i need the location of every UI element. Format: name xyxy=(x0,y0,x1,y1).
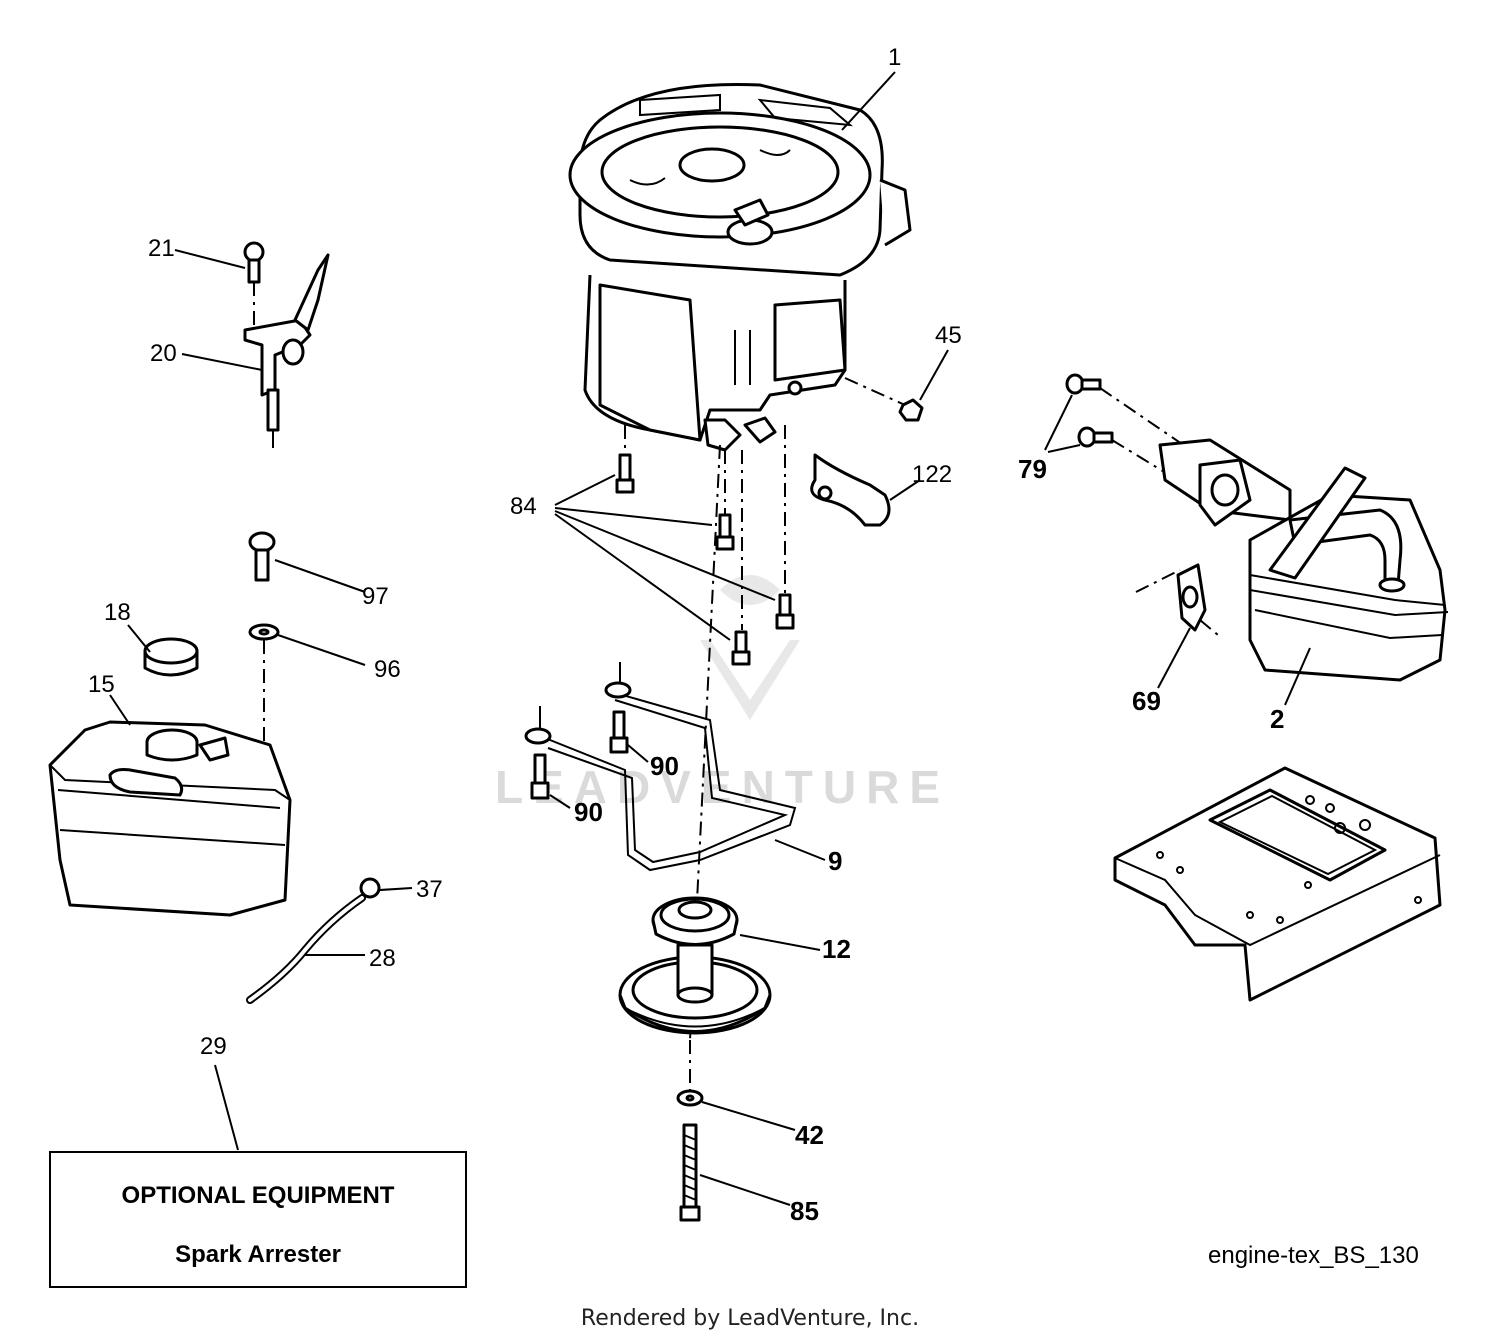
muffler-2[interactable] xyxy=(1158,438,1449,682)
callout-122: 122 xyxy=(912,461,952,488)
optional-equipment-box: OPTIONAL EQUIPMENT Spark Arrester xyxy=(49,1151,467,1288)
washer-42[interactable] xyxy=(676,1089,704,1107)
washer-96[interactable] xyxy=(248,623,280,641)
bolt-79-a[interactable] xyxy=(1065,373,1102,395)
bolt-84-d[interactable] xyxy=(731,630,751,666)
bolt-97[interactable] xyxy=(248,531,276,582)
bolt-21[interactable] xyxy=(243,241,265,284)
fuel-tank-15[interactable] xyxy=(48,720,292,917)
bolt-90-b[interactable] xyxy=(530,753,550,800)
callout-21: 21 xyxy=(148,235,175,262)
leadventure-watermark: LEADVENTURE xyxy=(495,575,950,813)
callout-69: 69 xyxy=(1132,686,1161,716)
nut-45[interactable] xyxy=(898,398,924,422)
callout-29: 29 xyxy=(200,1033,227,1060)
spark-arrester-label: Spark Arrester xyxy=(175,1241,341,1268)
callout-85: 85 xyxy=(790,1196,819,1226)
callout-84: 84 xyxy=(510,493,537,520)
callout-45: 45 xyxy=(935,322,962,349)
footer-credit: Rendered by LeadVenture, Inc. xyxy=(581,1306,919,1331)
callout-2: 2 xyxy=(1270,704,1284,734)
callout-90b: 90 xyxy=(574,797,603,827)
callout-15: 15 xyxy=(88,671,115,698)
callout-97: 97 xyxy=(362,583,389,610)
callout-79: 79 xyxy=(1018,454,1047,484)
fuel-cap-18[interactable] xyxy=(143,637,199,677)
fuel-hose-28[interactable] xyxy=(246,894,366,1004)
callout-96: 96 xyxy=(374,656,401,683)
leader-1 xyxy=(841,71,896,131)
bolt-84-a[interactable] xyxy=(615,453,635,494)
pulley-12[interactable] xyxy=(618,896,772,1035)
bolt-84-b[interactable] xyxy=(715,513,735,551)
callout-20: 20 xyxy=(150,340,177,367)
bolt-84-c[interactable] xyxy=(775,593,795,630)
heat-shield-9[interactable] xyxy=(524,681,797,872)
callout-1: 1 xyxy=(888,44,901,71)
diagram-reference: engine-tex_BS_130 xyxy=(1208,1242,1419,1269)
gasket-69[interactable] xyxy=(1176,563,1207,632)
bracket-122[interactable] xyxy=(810,453,891,527)
bolt-85[interactable] xyxy=(679,1123,701,1222)
bolt-79-b[interactable] xyxy=(1077,426,1114,448)
engine-mount-plate[interactable] xyxy=(1113,766,1442,1002)
optional-equipment-title: OPTIONAL EQUIPMENT xyxy=(122,1182,395,1209)
callout-12: 12 xyxy=(822,934,851,964)
callout-37: 37 xyxy=(416,876,443,903)
callout-28: 28 xyxy=(369,945,396,972)
engine[interactable] xyxy=(568,82,912,452)
clamp-37[interactable] xyxy=(359,877,381,899)
watermark-text: LEADVENTURE xyxy=(495,761,950,813)
callout-9: 9 xyxy=(828,846,842,876)
callout-18: 18 xyxy=(104,599,131,626)
bolt-90-a[interactable] xyxy=(609,710,629,754)
throttle-control-20[interactable] xyxy=(243,253,330,448)
callout-90a: 90 xyxy=(650,751,679,781)
callout-42: 42 xyxy=(795,1120,824,1150)
